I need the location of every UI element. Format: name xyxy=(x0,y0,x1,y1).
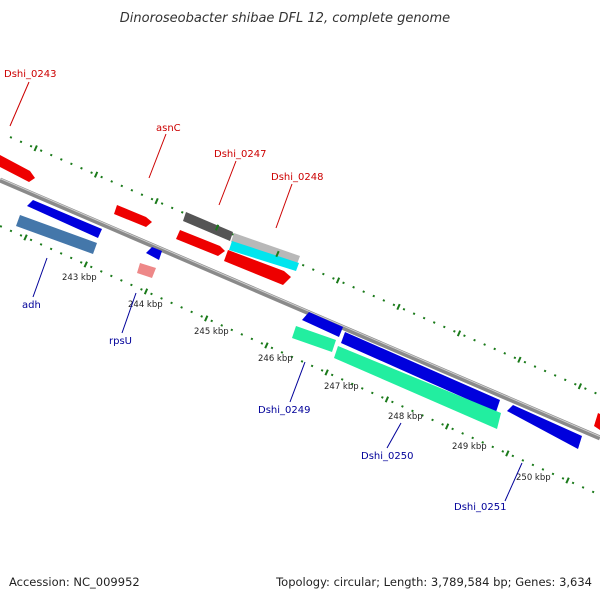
gene-dshi-0251 xyxy=(507,405,582,449)
tick-label-249: 249 kbp xyxy=(452,442,487,452)
gene-dshi-0250 xyxy=(334,346,501,429)
gene-dshi-0248 xyxy=(231,233,300,264)
leader-dshi-0249 xyxy=(289,361,306,403)
inner-ring-tick xyxy=(444,423,450,430)
accession-text: Accession: NC_009952 xyxy=(9,575,140,589)
tick-label-245: 245 kbp xyxy=(194,327,229,337)
tick-label-247: 247 kbp xyxy=(324,382,359,392)
gene-forward-red-2 xyxy=(224,250,291,285)
inner-ring-tick xyxy=(264,342,269,349)
tick-marks xyxy=(23,145,583,484)
inner-ring-tick xyxy=(204,315,209,322)
gene-label-adh: adh xyxy=(22,300,41,311)
forward-gene-labels: Dshi_0243 asnC Dshi_0247 Dshi_0248 xyxy=(4,69,323,183)
tick-label-250: 250 kbp xyxy=(516,473,551,483)
gene-label-dshi-0251: Dshi_0251 xyxy=(454,502,506,513)
leader-dshi-0248 xyxy=(275,183,293,229)
inner-ring-tick xyxy=(324,369,329,376)
label-leader-lines xyxy=(9,81,523,502)
genome-backbone xyxy=(0,177,600,441)
inner-dotted-ring xyxy=(0,225,600,496)
genome-summary-text: Topology: circular; Length: 3,789,584 bp… xyxy=(275,575,592,589)
outer-ring-tick xyxy=(214,224,220,231)
gene-label-asnc: asnC xyxy=(156,123,181,134)
gene-forward-red-1 xyxy=(176,230,225,256)
reverse-gene-labels: adh rpsU Dshi_0249 Dshi_0250 Dshi_0251 xyxy=(22,300,506,513)
gene-dshi-0250-blue xyxy=(341,332,500,412)
leader-adh xyxy=(32,257,48,298)
gene-forward-cyan xyxy=(229,241,299,271)
gene-label-rpsu: rpsU xyxy=(109,336,132,347)
leader-dshi-0243 xyxy=(9,81,30,127)
outer-ring-tick xyxy=(154,198,159,205)
gene-asnc xyxy=(114,205,152,227)
gene-label-dshi-0248: Dshi_0248 xyxy=(271,172,323,183)
outer-ring-tick xyxy=(517,356,522,363)
outer-ring-tick xyxy=(577,383,583,390)
gene-label-dshi-0243: Dshi_0243 xyxy=(4,69,56,80)
outer-ring-tick xyxy=(335,277,341,284)
gene-rpsu xyxy=(137,263,156,278)
gene-reverse-blue-2 xyxy=(302,312,343,337)
gene-features xyxy=(0,155,600,449)
leader-rpsu xyxy=(121,292,137,334)
outer-ring-tick xyxy=(456,330,462,337)
tick-labels: 243 kbp 244 kbp 245 kbp 246 kbp 247 kbp … xyxy=(62,273,551,483)
inner-ring-tick xyxy=(83,261,88,268)
leader-dshi-0251 xyxy=(504,462,523,502)
gene-reverse-blue-small xyxy=(146,247,162,260)
inner-ring-tick xyxy=(23,234,28,241)
inner-ring-tick xyxy=(143,288,149,295)
inner-ring-tick xyxy=(505,450,510,457)
inner-ring-tick xyxy=(565,477,570,484)
tick-label-248: 248 kbp xyxy=(388,412,423,422)
tick-label-246: 246 kbp xyxy=(258,354,293,364)
gene-adh xyxy=(16,215,97,254)
leader-asnc xyxy=(148,133,167,179)
map-title: Dinoroseobacter shibae DFL 12, complete … xyxy=(120,11,450,26)
gene-label-dshi-0247: Dshi_0247 xyxy=(214,149,266,160)
outer-ring-tick xyxy=(93,171,99,178)
gene-dshi-0249 xyxy=(292,326,336,352)
gene-forward-red-edge xyxy=(594,413,600,430)
gene-dshi-0247 xyxy=(183,212,233,241)
tick-label-243: 243 kbp xyxy=(62,273,97,283)
tick-label-244: 244 kbp xyxy=(128,300,163,310)
leader-dshi-0247 xyxy=(218,160,237,206)
gene-reverse-blue-1 xyxy=(27,200,102,238)
leader-dshi-0250 xyxy=(386,422,402,449)
outer-ring-tick xyxy=(396,303,401,310)
gene-dshi-0243 xyxy=(0,155,35,182)
inner-ring-tick xyxy=(384,396,390,403)
outer-ring-tick xyxy=(275,250,280,258)
gene-label-dshi-0250: Dshi_0250 xyxy=(361,451,413,462)
outer-ring-tick xyxy=(33,145,38,152)
gene-label-dshi-0249: Dshi_0249 xyxy=(258,405,310,416)
